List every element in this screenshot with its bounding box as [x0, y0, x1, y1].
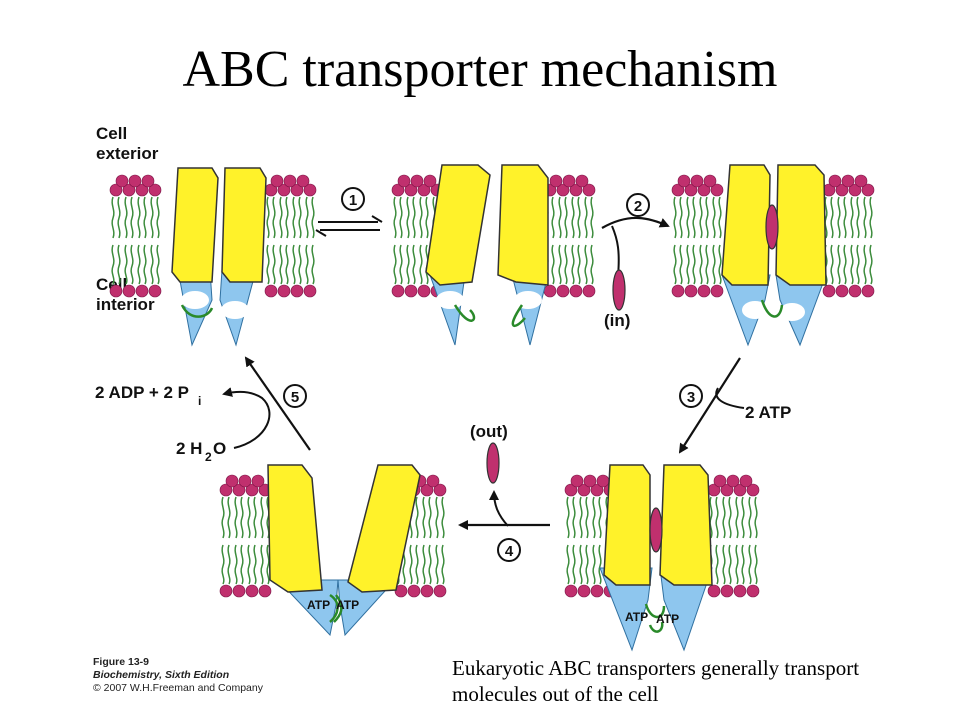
svg-text:1: 1 — [349, 192, 357, 209]
atp-label: ATP — [336, 598, 359, 612]
step-3-arrow — [678, 357, 745, 454]
svg-text:3: 3 — [687, 389, 695, 406]
two-atp-label: 2 ATP — [745, 403, 791, 422]
caption: Eukaryotic ABC transporters generally tr… — [452, 656, 860, 706]
atp-label: ATP — [656, 612, 679, 626]
step-2-arrow — [601, 216, 670, 277]
svg-text:i: i — [198, 394, 201, 408]
state-substrate-bound — [672, 164, 874, 347]
figure-credit: Figure 13-9 Biochemistry, Sixth Edition … — [93, 656, 263, 694]
substrate-in — [612, 269, 626, 311]
water-label: 2 H 2 O — [176, 439, 226, 464]
step-5-badge: 5 — [283, 384, 307, 408]
svg-text:5: 5 — [291, 389, 299, 406]
state-inward-receptive — [392, 164, 595, 346]
step-5-arrow — [222, 356, 311, 451]
step-2-badge: 2 — [626, 193, 650, 217]
substrate-out — [486, 442, 500, 484]
state-inward-open — [110, 167, 316, 347]
step-1-arrow — [315, 215, 383, 237]
atp-label: ATP — [625, 610, 648, 624]
state-atp-bound — [565, 464, 759, 652]
svg-text:4: 4 — [505, 543, 514, 560]
svg-text:2 ADP + 2 P: 2 ADP + 2 P — [95, 383, 189, 402]
step-4-badge: 4 — [497, 538, 521, 562]
svg-text:2: 2 — [634, 198, 642, 215]
svg-text:2: 2 — [205, 450, 212, 464]
in-label: (in) — [604, 311, 630, 330]
atp-label: ATP — [307, 598, 330, 612]
slide-title: ABC transporter mechanism — [182, 41, 778, 98]
step-1-badge: 1 — [341, 187, 365, 211]
adp-pi-label: 2 ADP + 2 P i — [95, 383, 201, 408]
svg-text:2 H: 2 H — [176, 439, 202, 458]
step-4-arrow — [458, 490, 550, 530]
out-label: (out) — [470, 422, 508, 441]
state-outward-open — [220, 464, 446, 637]
svg-text:O: O — [213, 439, 226, 458]
step-3-badge: 3 — [679, 384, 703, 408]
